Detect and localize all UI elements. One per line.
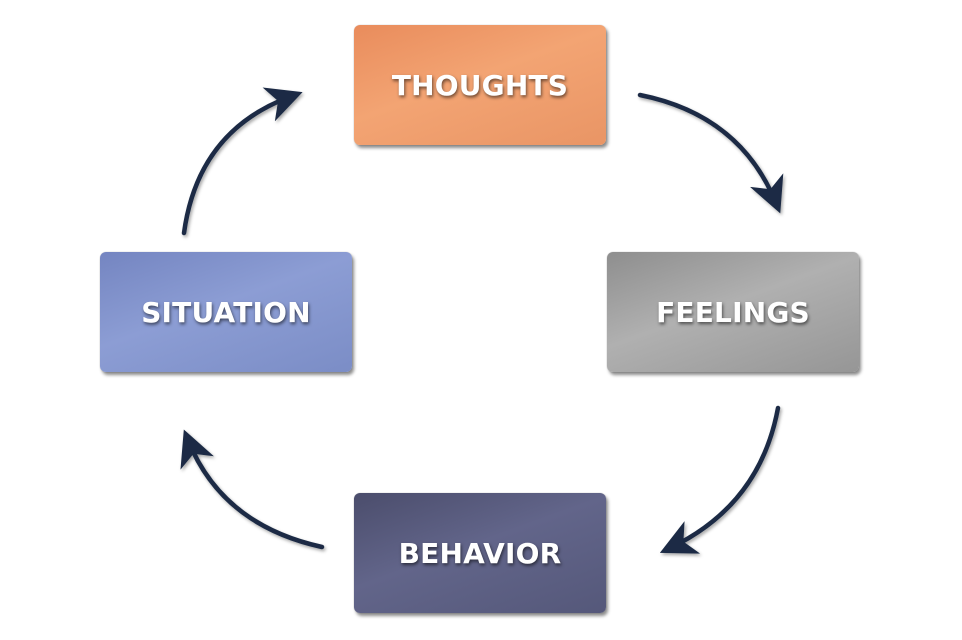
arrow-thoughts-to-feelings xyxy=(637,92,784,214)
thoughts-box: THOUGHTS xyxy=(354,25,606,145)
behavior-box: BEHAVIOR xyxy=(354,493,606,613)
feelings-label: FEELINGS xyxy=(656,295,810,329)
arrow-feelings-to-behavior xyxy=(659,405,781,554)
situation-box: SITUATION xyxy=(100,252,352,372)
behavior-label: BEHAVIOR xyxy=(398,536,562,570)
arrow-behavior-to-situation xyxy=(180,429,325,550)
thoughts-label: THOUGHTS xyxy=(391,68,569,102)
situation-label: SITUATION xyxy=(141,295,311,329)
feelings-box: FEELINGS xyxy=(607,252,859,372)
arrow-situation-to-thoughts xyxy=(181,87,303,236)
